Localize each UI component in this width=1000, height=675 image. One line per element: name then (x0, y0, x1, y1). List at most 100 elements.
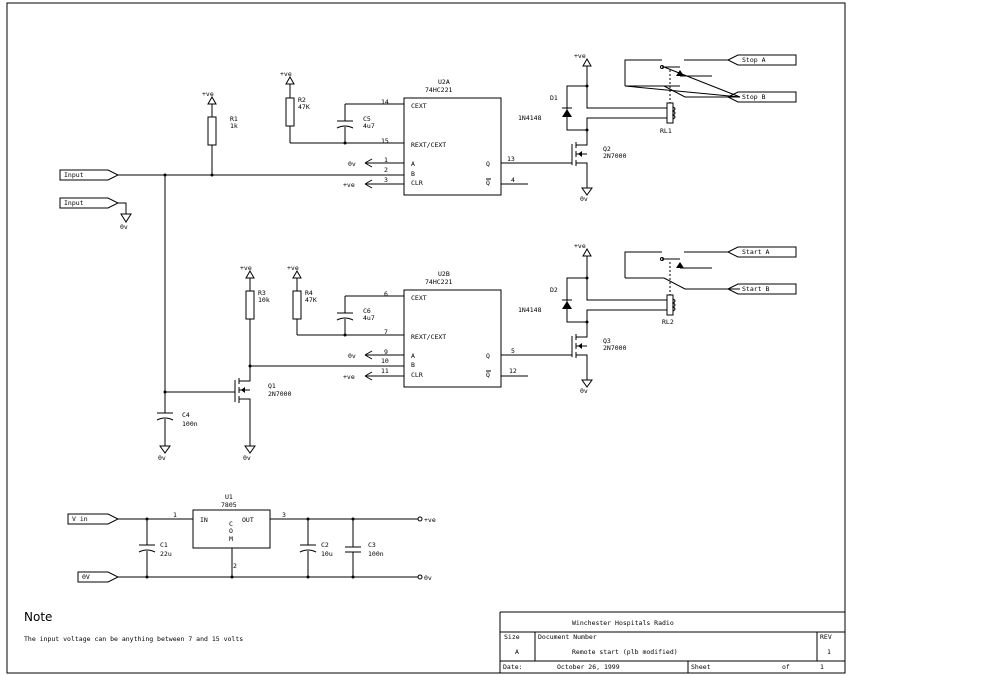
r1: +ve R1 1k (202, 90, 238, 175)
svg-text:+ve: +ve (574, 52, 586, 60)
r3-value: 10k (258, 296, 270, 304)
rl2-ref: RL2 (662, 318, 674, 326)
c2-ref: C2 (321, 541, 329, 549)
d1: +ve D1 1N4148 (518, 52, 667, 132)
start-a-label: Start A (742, 248, 769, 256)
svg-text:REXT/CEXT: REXT/CEXT (411, 333, 446, 341)
u2a-part: 74HC221 (425, 86, 452, 94)
d2-ref: D2 (550, 286, 558, 294)
svg-text:+ve: +ve (202, 90, 214, 98)
input-port-2: Input (59, 197, 120, 209)
q2: 0v Q2 2N7000 (545, 130, 627, 203)
q3: 0v Q3 2N7000 (545, 322, 627, 395)
c2-value: 10u (321, 550, 333, 558)
svg-text:CLR: CLR (411, 371, 423, 379)
title-company: Winchester Hospitals Radio (572, 619, 674, 627)
sheet-border (6, 2, 846, 674)
c5: C5 4u7 (336, 104, 375, 145)
title-docnum-label: Document Number (538, 633, 597, 641)
r2: +ve R2 47K (280, 70, 310, 143)
q1-value: 2N7000 (268, 390, 292, 398)
svg-text:1: 1 (384, 156, 388, 164)
c1-ref: C1 (160, 541, 168, 549)
svg-text:12: 12 (509, 367, 517, 375)
u2b-part: 74HC221 (425, 278, 452, 286)
q1-ref: Q1 (268, 382, 276, 390)
svg-text:Q: Q (486, 160, 490, 168)
note-text: The input voltage can be anything betwee… (24, 635, 243, 643)
svg-text:4: 4 (511, 176, 515, 184)
start-b-port: Start B (726, 283, 797, 295)
r3-ref: R3 (258, 289, 266, 297)
svg-text:0v: 0v (243, 454, 251, 462)
svg-text:A: A (411, 352, 415, 360)
c4-value: 100n (182, 420, 198, 428)
svg-text:7: 7 (384, 328, 388, 336)
q3-ref: Q3 (603, 337, 611, 345)
stop-a-port: Stop A (726, 54, 797, 66)
c3-value: 100n (368, 550, 384, 558)
rl1-ref: RL1 (660, 127, 672, 135)
out-zero-label: 0v (424, 574, 432, 582)
r2-ref: R2 (298, 96, 306, 104)
svg-text:0v: 0v (348, 160, 356, 168)
title-sheet-value: 1 (820, 663, 824, 671)
c6-ref: C6 (363, 307, 371, 315)
svg-text:9: 9 (384, 348, 388, 356)
svg-text:14: 14 (381, 98, 389, 106)
stop-b-label: Stop B (742, 93, 766, 101)
zero-v-label: 0V (82, 573, 90, 581)
r2-value: 47K (298, 103, 310, 111)
r4-ref: R4 (305, 289, 313, 297)
out-pos-label: +ve (424, 516, 436, 524)
svg-text:+ve: +ve (343, 373, 355, 381)
svg-text:O: O (229, 527, 233, 535)
start-a-port: Start A (726, 246, 797, 258)
svg-text:Q: Q (486, 371, 490, 379)
svg-text:+ve: +ve (574, 242, 586, 250)
d1-value: 1N4148 (518, 114, 542, 122)
svg-text:IN: IN (200, 516, 208, 524)
c4-ref: C4 (182, 411, 190, 419)
c5-ref: C5 (363, 115, 371, 123)
svg-text:Q: Q (486, 179, 490, 187)
c6: C6 4u7 (336, 296, 375, 337)
svg-text:15: 15 (381, 137, 389, 145)
svg-text:CEXT: CEXT (411, 294, 427, 302)
svg-text:2: 2 (233, 562, 237, 570)
c3: C3 100n (345, 517, 384, 579)
u2a: U2A 74HC221 CEXT REXT/CEXT A B CLR Q Q 1… (290, 78, 545, 196)
svg-text:0v: 0v (158, 454, 166, 462)
vin-port: V in (67, 513, 120, 525)
svg-text:+ve: +ve (240, 264, 252, 272)
r4-value: 47K (305, 296, 317, 304)
svg-text:6: 6 (384, 290, 388, 298)
svg-text:CEXT: CEXT (411, 102, 427, 110)
d1-ref: D1 (550, 94, 558, 102)
input-port-2-label: Input (64, 199, 84, 207)
q2-ref: Q2 (603, 145, 611, 153)
svg-text:A: A (411, 160, 415, 168)
c5-value: 4u7 (363, 122, 375, 130)
u1: U1 7805 IN OUT C O M 1 2 3 (173, 493, 286, 577)
zero-v-port: 0V (77, 571, 120, 583)
svg-text:C: C (229, 520, 233, 528)
input-port-1: Input (59, 169, 120, 181)
svg-text:10: 10 (381, 357, 389, 365)
svg-text:M: M (229, 535, 233, 543)
stop-b-port: Stop B (726, 91, 797, 103)
title-size-label: Size (504, 633, 520, 641)
stop-a-label: Stop A (742, 56, 766, 64)
svg-text:1: 1 (173, 511, 177, 519)
r1-value: 1k (230, 122, 238, 130)
title-size-value: A (515, 648, 519, 656)
svg-text:0v: 0v (580, 387, 588, 395)
svg-text:0v: 0v (580, 195, 588, 203)
svg-text:5: 5 (511, 347, 515, 355)
u2b-ref: U2B (438, 270, 450, 278)
c3-ref: C3 (368, 541, 376, 549)
svg-text:+ve: +ve (343, 181, 355, 189)
title-date-label: Date: (503, 663, 523, 671)
note-heading: Note (24, 610, 52, 624)
q2-value: 2N7000 (603, 152, 627, 160)
